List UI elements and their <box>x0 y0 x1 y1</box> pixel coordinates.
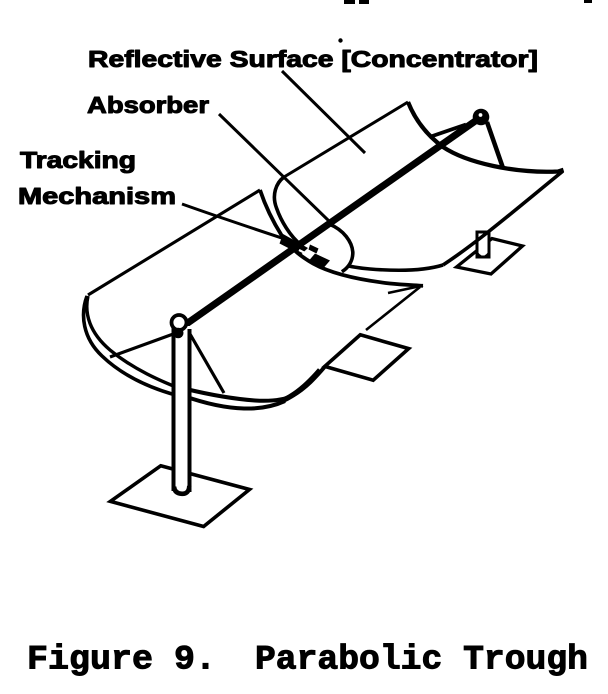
svg-text:Tracking: Tracking <box>20 147 136 173</box>
svg-text:Absorber: Absorber <box>87 92 209 118</box>
svg-text:Parabolic Trough: Parabolic Trough <box>255 641 588 680</box>
svg-text:Reflective Surface [Concentrat: Reflective Surface [Concentrator] <box>88 46 538 72</box>
svg-text:Figure 9.: Figure 9. <box>27 641 216 680</box>
svg-text:Mechanism: Mechanism <box>18 183 176 209</box>
